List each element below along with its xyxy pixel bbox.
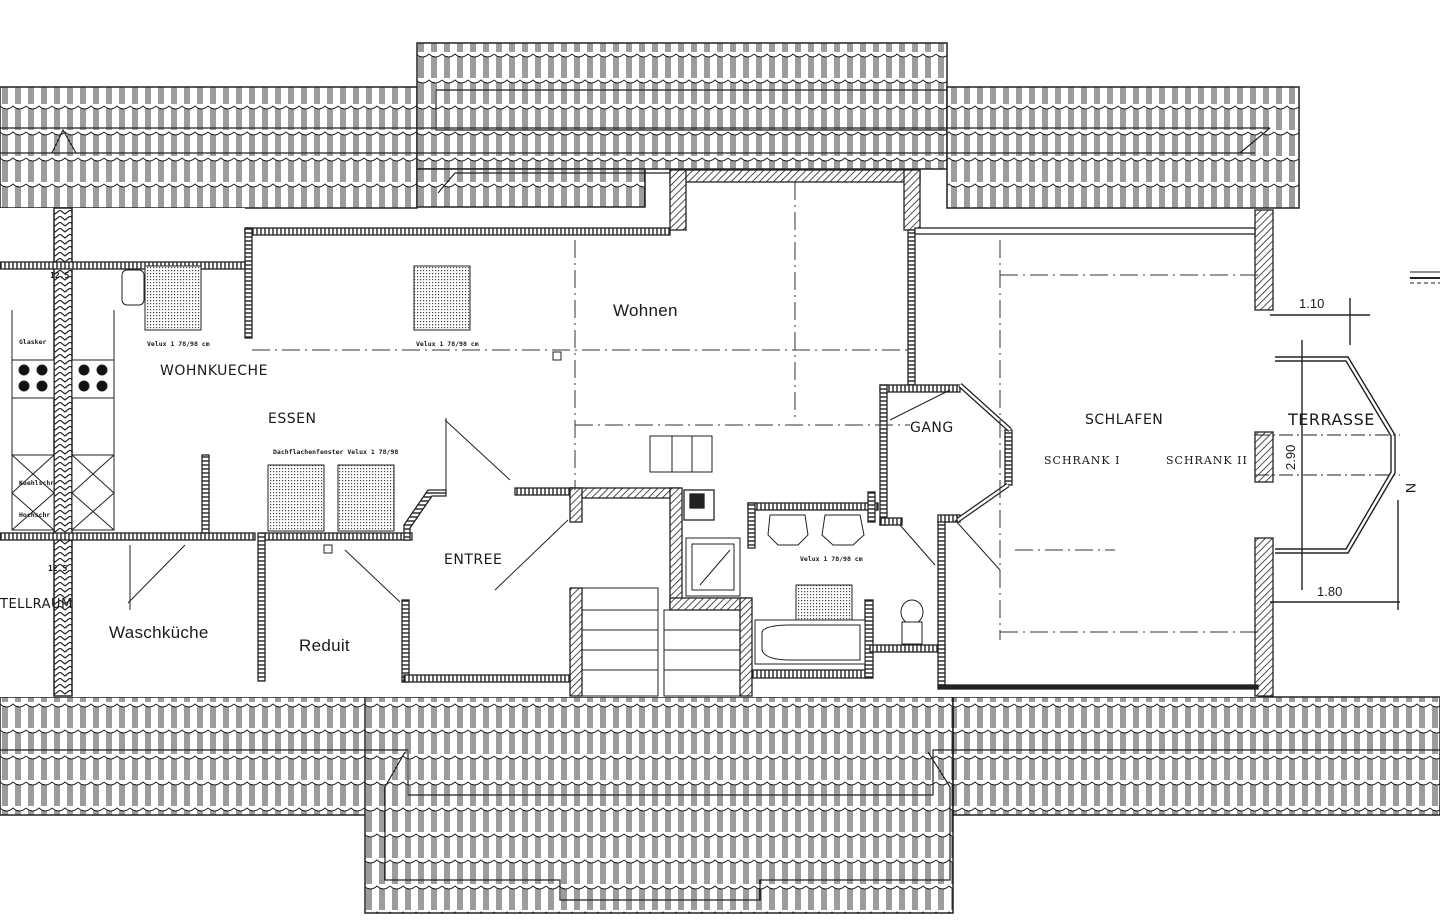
section-markers <box>323 351 562 554</box>
chimney <box>53 207 73 697</box>
room-label-reduit: Reduit <box>299 636 350 655</box>
note-velux-bath: Velux 1 78/98 cm <box>800 555 863 563</box>
room-label-stellraum: TELLRAUM <box>0 597 73 612</box>
note-glasker: Glasker <box>19 338 47 346</box>
roof-top-right <box>0 86 1300 209</box>
dimension-terrace-depth-bottom: 1.80 <box>1317 584 1343 599</box>
note-wall-thickness-top: 12.5 <box>50 271 70 280</box>
note-velux-kitchen: Velux 1 78/98 cm <box>147 340 210 348</box>
note-velux-living: Velux 1 78/98 cm <box>416 340 479 348</box>
roof-top-left <box>0 86 418 209</box>
dimension-terrace-depth-top: 1.10 <box>1299 296 1325 311</box>
room-label-wohnkueche: WOHNKUECHE <box>160 363 268 379</box>
kitchen-fixtures <box>11 269 161 531</box>
label-schrank-2: SCHRANK II <box>1166 454 1248 467</box>
room-label-gang: GANG <box>910 420 954 436</box>
note-wall-thickness-bottom: 12.5 <box>48 564 68 573</box>
note-hochschrank: Hochschr <box>19 511 51 519</box>
roof-bottom-center <box>364 696 954 914</box>
north-arrow-icon: N <box>1403 482 1420 494</box>
room-label-schlafen: SCHLAFEN <box>1085 412 1164 428</box>
room-label-entree: ENTREE <box>444 552 503 568</box>
note-dachflaechenfenster: Dachflachenfenster Velux 1 78/98 <box>273 448 399 456</box>
interior-floor <box>0 170 1258 697</box>
room-label-waschkueche: Waschküche <box>109 623 209 642</box>
roof-top-center <box>416 42 949 208</box>
room-label-terrasse: TERRASSE <box>1288 410 1375 429</box>
label-schrank-1: SCHRANK I <box>1044 454 1121 467</box>
door-swings <box>127 389 1001 610</box>
note-kuehlschrank: Kuehlschr <box>19 479 55 487</box>
room-label-wohnen: Wohnen <box>613 301 678 320</box>
walls <box>0 169 1274 697</box>
room-label-essen: ESSEN <box>268 411 317 427</box>
dimension-terrace-width: 2.90 <box>1283 444 1298 470</box>
roof-bottom-left <box>0 696 373 816</box>
terrace-railing <box>1255 298 1400 610</box>
roof-bottom-right <box>0 696 1440 901</box>
staircase <box>581 435 741 697</box>
legend-marks <box>1410 271 1440 284</box>
bathroom-fixtures <box>685 514 924 665</box>
knee-wall-lines <box>252 182 1258 640</box>
velux-windows <box>144 265 853 648</box>
